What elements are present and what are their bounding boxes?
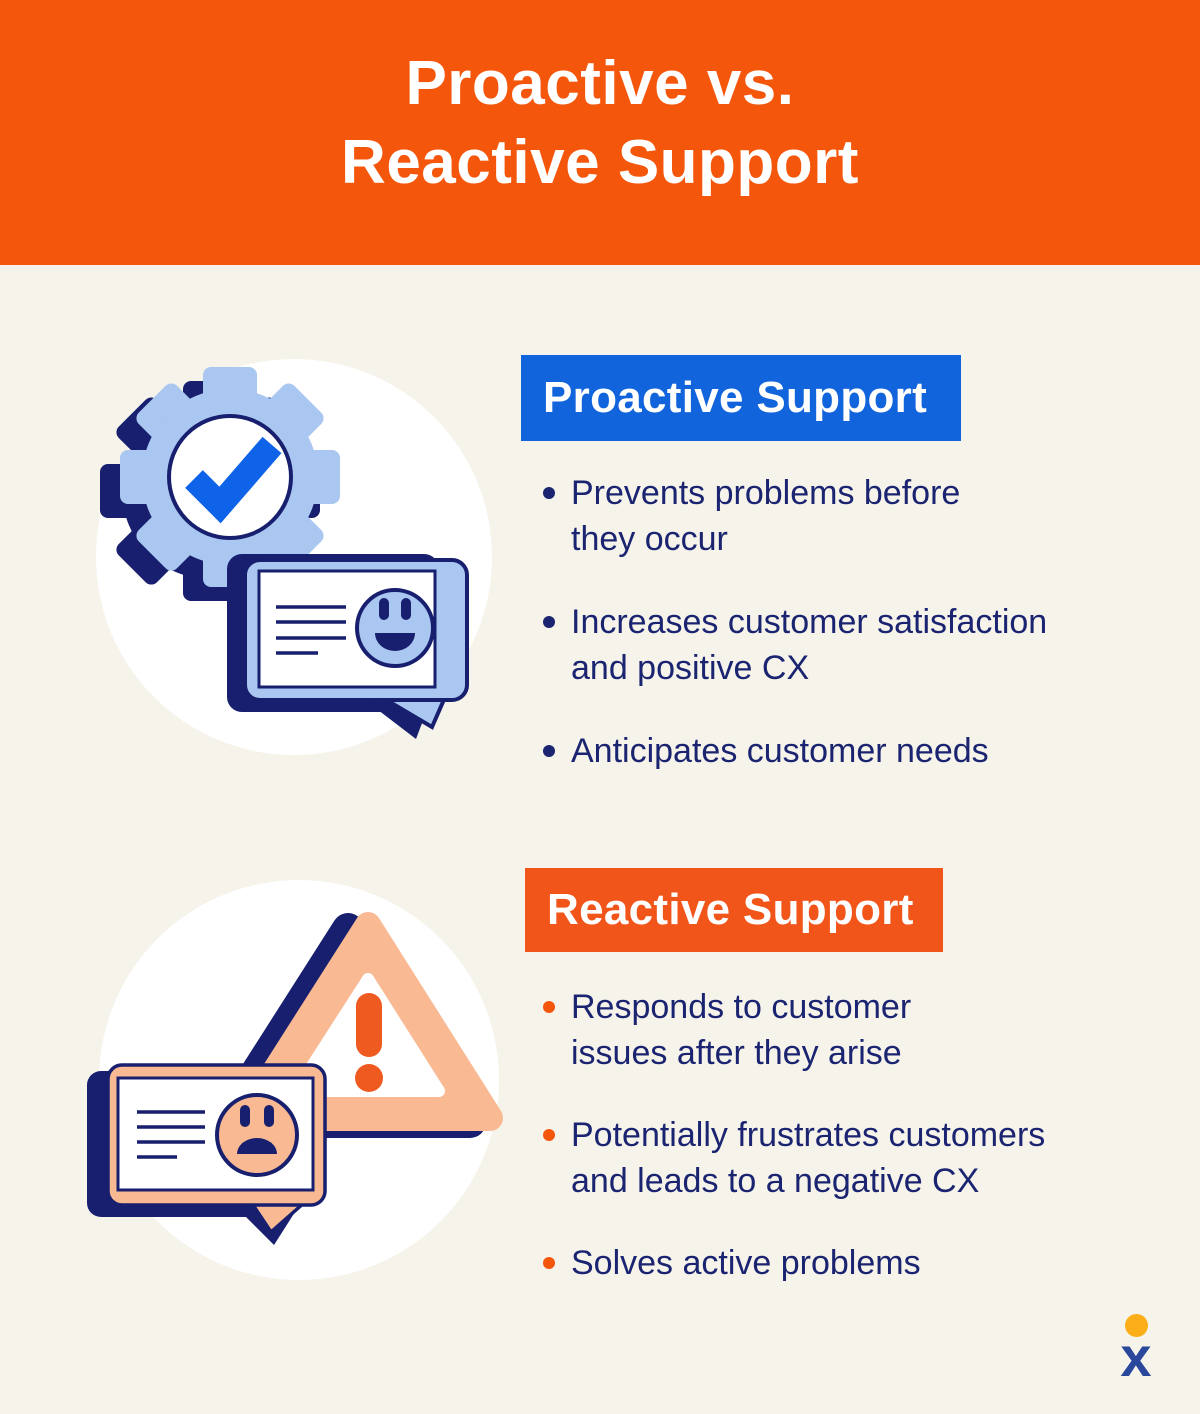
proactive-bullet-list: Prevents problems before they occur Incr… <box>543 470 1183 811</box>
exclamation-icon <box>355 993 383 1092</box>
page-title-line-1: Proactive vs. <box>405 49 795 118</box>
bullet-item: Solves active problems <box>543 1240 1183 1286</box>
chat-bubble-frown-icon <box>87 1063 327 1245</box>
message-text-lines <box>276 605 346 655</box>
bullet-item: Increases customer satisfaction and posi… <box>543 599 1183 691</box>
brand-logo: x <box>1108 1314 1164 1388</box>
reactive-illustration <box>87 880 503 1280</box>
sad-face-icon <box>215 1093 299 1177</box>
bullet-item: Anticipates customer needs <box>543 728 1183 774</box>
proactive-section-label: Proactive Support <box>521 355 961 441</box>
reactive-section-label: Reactive Support <box>525 868 943 952</box>
reactive-label-text: Reactive Support <box>547 885 914 934</box>
chat-bubble-smiley-icon <box>227 554 469 739</box>
checkmark-icon <box>185 436 282 524</box>
reactive-bullet-list: Responds to customer issues after they a… <box>543 984 1183 1322</box>
logo-dot-icon <box>1124 1314 1148 1337</box>
happy-face-icon <box>355 588 435 668</box>
logo-x-icon: x <box>1120 1325 1152 1388</box>
page-title-line-2: Reactive Support <box>341 128 859 197</box>
message-text-lines <box>137 1110 205 1159</box>
bullet-item: Responds to customer issues after they a… <box>543 984 1183 1076</box>
bullet-item: Prevents problems before they occur <box>543 470 1183 562</box>
header-band: Proactive vs. Reactive Support <box>0 0 1200 265</box>
proactive-label-text: Proactive Support <box>543 373 928 422</box>
bullet-item: Potentially frustrates customers and lea… <box>543 1112 1183 1204</box>
page-title: Proactive vs. Reactive Support <box>0 0 1200 202</box>
proactive-illustration <box>96 359 492 755</box>
